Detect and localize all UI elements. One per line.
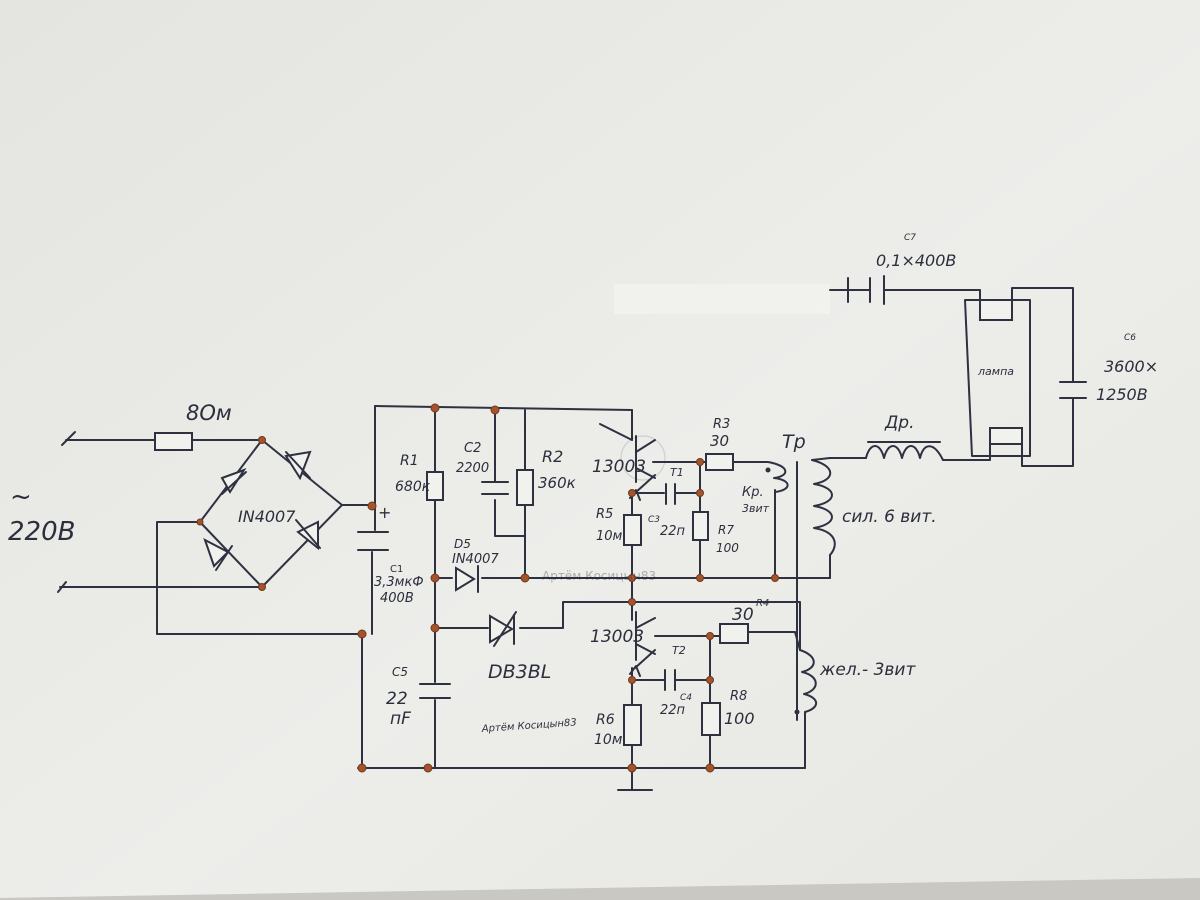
winding-small-label-a: Кр. (742, 485, 764, 500)
c6-capacitor (1059, 381, 1087, 399)
c1-voltage-label: 400В (380, 591, 414, 606)
c7-name-label: C7 (904, 233, 916, 243)
t2-type-label: 13003 (590, 627, 644, 647)
c3-value-label: 22п (660, 524, 686, 539)
r5-value-label: 10м (596, 529, 623, 544)
r1-name-label: R1 (400, 453, 419, 469)
desk-surface (0, 878, 1200, 900)
r1-value-label: 680к (395, 479, 431, 495)
winding-power-label: сил. 6 вит. (842, 507, 937, 527)
r7-value-label: 100 (716, 541, 739, 555)
r8-value-label: 100 (724, 709, 755, 728)
r4-name-label: R4 (756, 598, 769, 609)
dinistor (489, 611, 517, 647)
t1-name-label: T1 (670, 466, 684, 479)
c2-value-label: 2200 (456, 461, 489, 476)
r7-name-label: R7 (718, 523, 734, 537)
wires (57, 287, 1074, 791)
fluorescent-lamp (964, 299, 1031, 457)
c2-capacitor (481, 481, 509, 495)
c5-unit-label: пF (390, 709, 411, 729)
r6-resistor (623, 704, 642, 746)
winding-feedback-label: жел.- 3вит (819, 660, 916, 680)
fuse-resistor-label: 8Ом (186, 401, 232, 425)
c3-capacitor (665, 483, 676, 505)
watermark-text: Артём Косицын83 (542, 569, 656, 583)
bridge-diodes (203, 450, 321, 571)
c1-polarity-label: + (378, 503, 391, 522)
r8-resistor (701, 702, 721, 736)
r8-name-label: R8 (730, 689, 747, 704)
c1-value-label: 3,3мкФ (374, 575, 424, 590)
d5-name-label: D5 (454, 537, 471, 551)
r4-value-label: 30 (732, 605, 754, 625)
r4-resistor (719, 623, 749, 644)
c4-value-label: 22п (660, 703, 686, 718)
mains-voltage-label: 220В (8, 517, 75, 547)
c6-voltage-label: 1250В (1096, 385, 1148, 404)
r5-resistor (623, 514, 642, 546)
r5-name-label: R5 (596, 507, 613, 522)
bridge-label: IN4007 (238, 507, 296, 526)
t1-type-label: 13003 (592, 457, 646, 477)
winding-small-label-b: 3вит (742, 502, 770, 515)
r2-resistor (516, 469, 534, 506)
r7-resistor (692, 511, 709, 541)
c2-name-label: C2 (464, 441, 481, 456)
c7-value-label: 0,1×400В (876, 251, 956, 270)
r6-name-label: R6 (596, 712, 615, 728)
r3-value-label: 30 (710, 432, 729, 450)
r2-name-label: R2 (542, 447, 563, 466)
c5-name-label: C5 (392, 665, 408, 679)
transformer (765, 459, 836, 721)
c4-capacitor (664, 669, 676, 691)
c7-capacitor (847, 275, 885, 305)
r6-value-label: 10м (594, 732, 623, 748)
c1-capacitor (357, 531, 389, 551)
r1-resistor (426, 471, 444, 501)
c5-value-label: 22 (386, 689, 408, 709)
fuse-resistor (154, 432, 193, 451)
transformer-label: Тр (782, 431, 806, 453)
choke (865, 441, 944, 461)
lamp-label: лампа (977, 365, 1014, 378)
r2-value-label: 360к (538, 474, 576, 492)
t2-transistor (629, 611, 656, 677)
c5-capacitor (419, 683, 451, 699)
solder-points (196, 403, 779, 773)
c4-name-label: C4 (680, 693, 692, 703)
c1-name-label: C1 (390, 564, 403, 575)
choke-label: Др. (884, 413, 914, 433)
d5-type-label: IN4007 (452, 552, 499, 567)
d5-diode (455, 565, 479, 593)
whiteout-patch (614, 284, 830, 314)
mains-tilde-label: ~ (10, 482, 32, 512)
c6-value-label: 3600× (1104, 357, 1158, 376)
r3-name-label: R3 (713, 417, 730, 432)
dinistor-label: DB3BL (488, 661, 551, 683)
labels: ~ 220В 8Ом IN4007 + C1 3,3мкФ 400В R1 68… (8, 233, 1158, 748)
t2-name-label: T2 (672, 644, 686, 657)
r3-resistor (705, 453, 734, 471)
t1-transistor (620, 435, 666, 501)
c3-name-label: C3 (648, 515, 660, 525)
c6-name-label: C6 (1124, 333, 1136, 343)
